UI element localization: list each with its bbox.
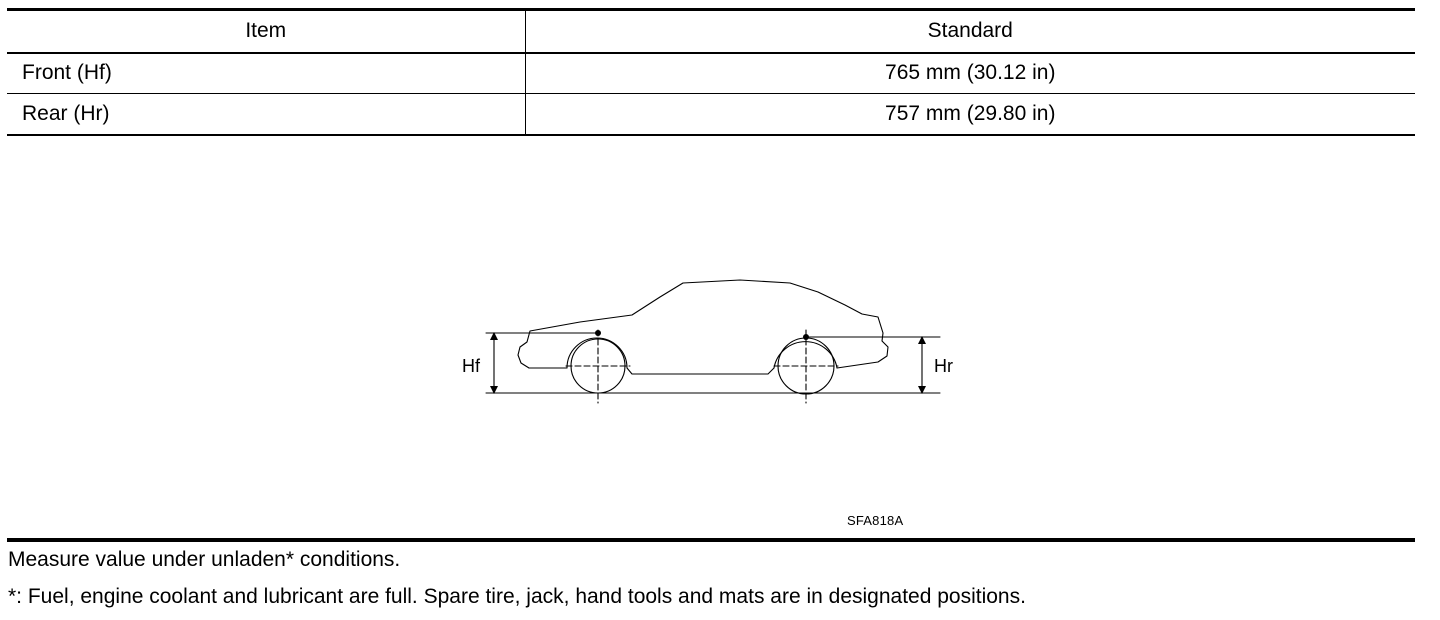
condition-note: Measure value under unladen* conditions. (8, 548, 401, 571)
spec-table: Item Standard Front (Hf) 765 mm (30.12 i… (7, 8, 1415, 136)
footnote: *: Fuel, engine coolant and lubricant ar… (8, 585, 1026, 608)
hf-label: Hf (462, 356, 481, 376)
front-wheel-arch (566, 337, 628, 369)
header-item: Item (7, 8, 526, 54)
row-rear-item: Rear (Hr) (7, 93, 526, 136)
table-row: Rear (Hr) 757 mm (29.80 in) (7, 93, 1415, 136)
rear-wheel-arch (773, 341, 838, 369)
rear-measure-point (803, 334, 809, 340)
table-header-row: Item Standard (7, 8, 1415, 54)
front-tire (570, 338, 626, 394)
hr-label: Hr (934, 356, 953, 376)
row-rear-standard: 757 mm (29.80 in) (525, 93, 1415, 136)
front-measure-point (595, 330, 601, 336)
row-front-item: Front (Hf) (7, 52, 526, 94)
car-body-outline (517, 279, 889, 375)
header-standard: Standard (525, 8, 1415, 54)
rear-tire (777, 337, 835, 395)
table-row: Front (Hf) 765 mm (30.12 in) (7, 52, 1415, 94)
row-front-standard: 765 mm (30.12 in) (525, 52, 1415, 94)
section-divider (7, 538, 1415, 542)
figure-code: SFA818A (847, 513, 904, 528)
